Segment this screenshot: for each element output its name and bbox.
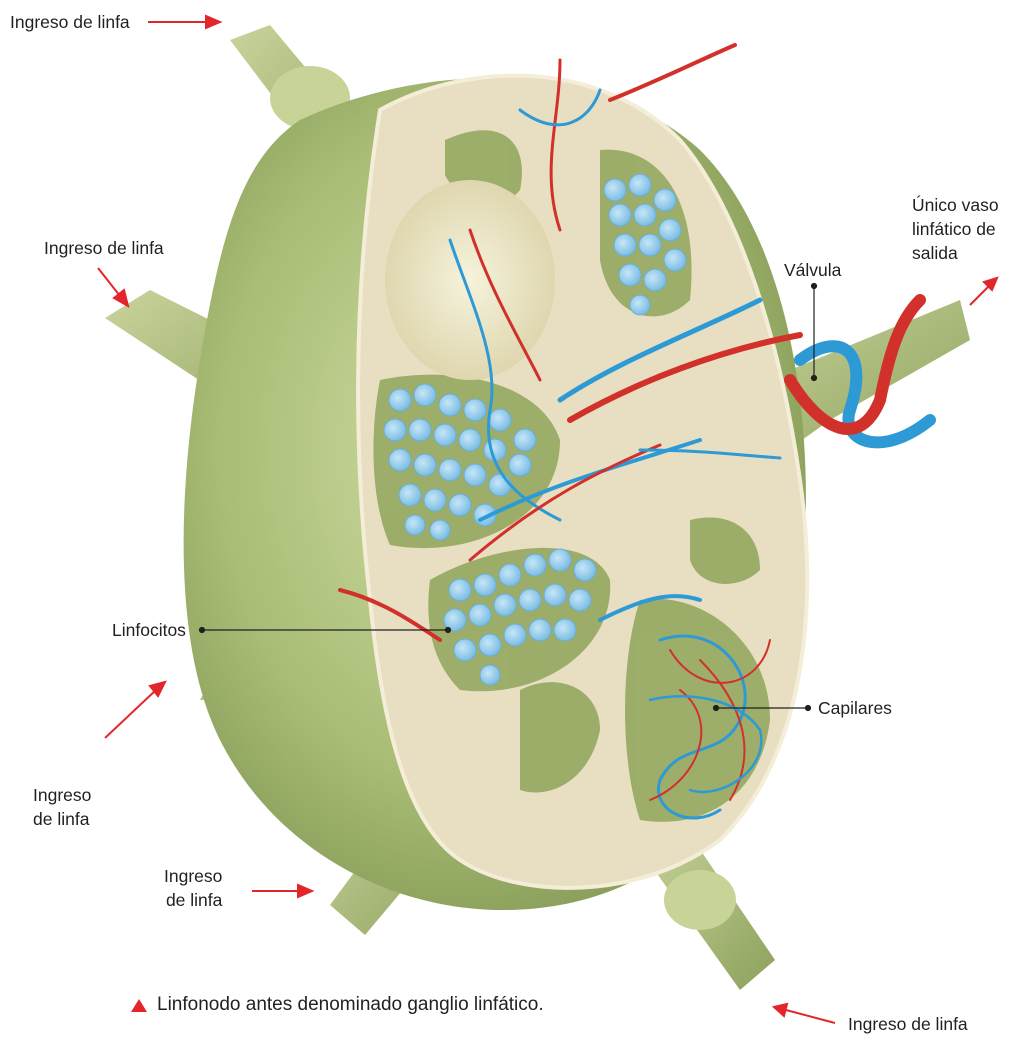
label-ingreso-lower-left: Ingreso de linfa: [33, 783, 91, 831]
label-valvula: Válvula: [784, 258, 841, 282]
figure-caption: Linfonodo antes denominado ganglio linfá…: [131, 994, 544, 1016]
label-linfocitos: Linfocitos: [112, 618, 186, 642]
triangle-icon: [131, 999, 147, 1012]
arrow-ingreso-bottom: [252, 885, 312, 897]
lymphoid-follicle: [385, 180, 555, 380]
label-unico-vaso: Único vaso linfático de salida: [912, 193, 999, 265]
label-ingreso-bottom: Ingreso de linfa: [164, 864, 222, 912]
label-ingreso-bottom-right: Ingreso de linfa: [848, 1012, 968, 1036]
arrow-ingreso-left: [98, 268, 128, 306]
label-ingreso-top: Ingreso de linfa: [10, 10, 130, 34]
label-ingreso-left: Ingreso de linfa: [44, 236, 164, 260]
arrow-unico-vaso: [970, 278, 997, 305]
label-capilares: Capilares: [818, 696, 892, 720]
caption-text: Linfonodo antes denominado ganglio linfá…: [157, 994, 544, 1016]
arrow-ingreso-bottom-right: [774, 1004, 835, 1023]
arrow-ingreso-top: [148, 16, 220, 28]
arrow-ingreso-lower-left: [105, 682, 165, 738]
